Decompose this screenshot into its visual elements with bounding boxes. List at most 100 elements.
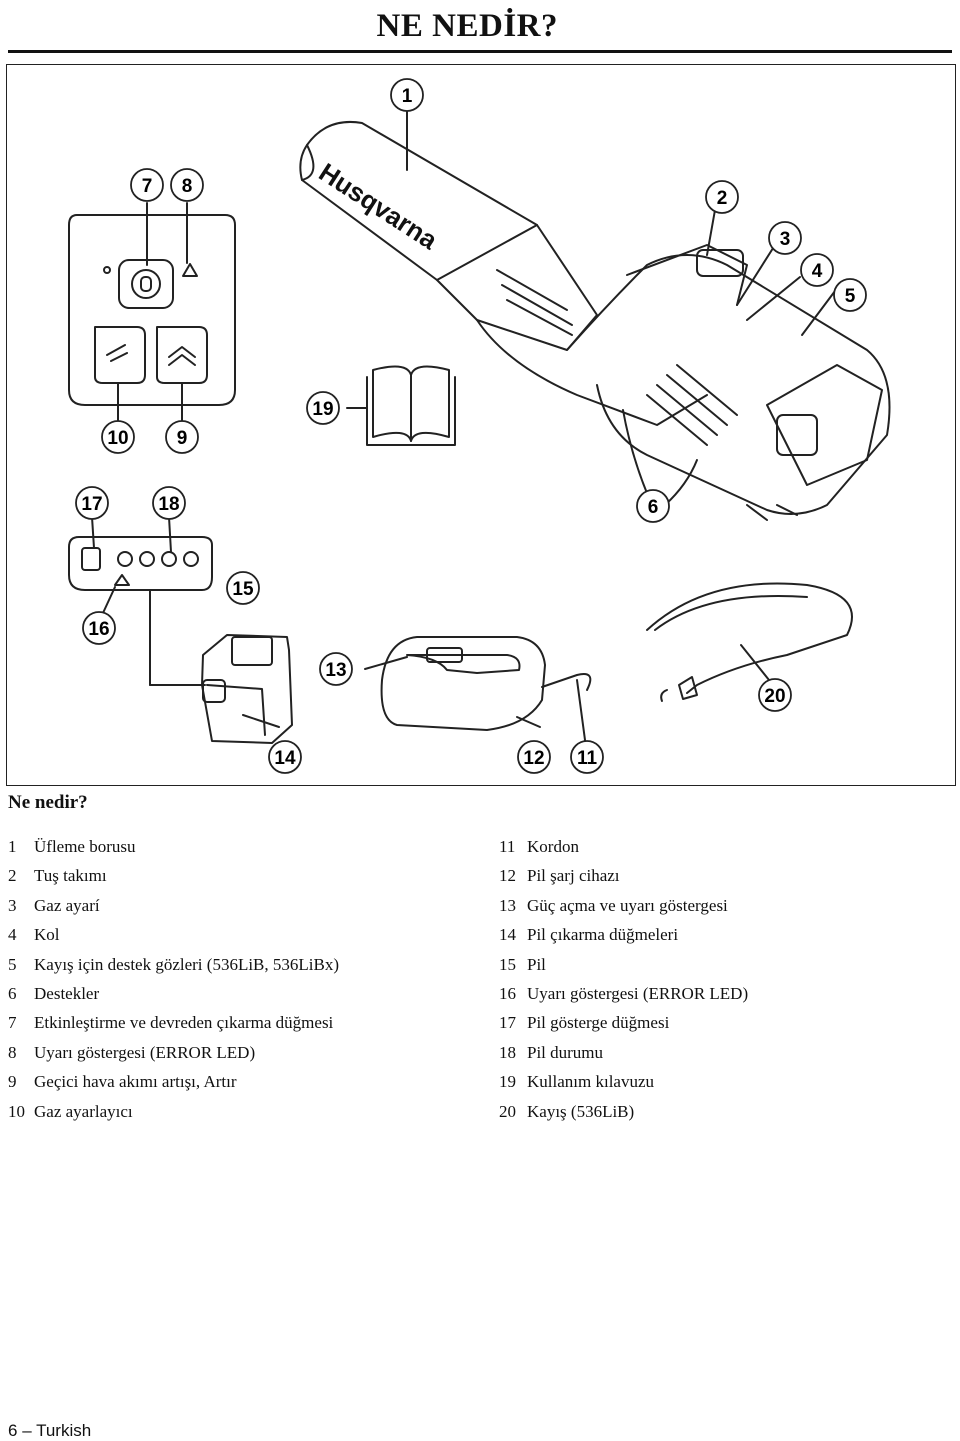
battery-illustration [201,634,293,744]
callout-9: 9 [165,420,199,454]
part-number: 6 [8,983,17,1003]
callout-7: 7 [130,168,164,202]
part-number: 2 [8,866,17,886]
part-item: 16 Uyarı göstergesi (ERROR LED) [499,979,748,1008]
part-number: 20 [499,1101,516,1121]
callout-19: 19 [306,391,340,425]
part-label: Kayış için destek gözleri (536LiB, 536Li… [34,954,339,974]
part-number: 5 [8,954,17,974]
part-number: 14 [499,925,516,945]
part-number: 13 [499,895,516,915]
callout-label: 9 [177,428,188,449]
part-number: 4 [8,925,17,945]
part-label: Üfleme borusu [34,837,136,856]
part-item: 4 Kol [8,920,339,949]
callout-13: 13 [319,652,353,686]
callout-17: 17 [75,486,109,520]
part-label: Kullanım kılavuzu [527,1072,655,1092]
part-label: Gaz ayarlayıcı [34,1101,133,1121]
callout-label: 19 [312,399,333,420]
callout-label: 16 [88,619,109,640]
callout-label: 14 [274,748,296,769]
part-number: 10 [8,1101,25,1121]
part-item: 8 Uyarı göstergesi (ERROR LED) [8,1038,339,1067]
callout-label: 11 [577,748,598,769]
callout-10: 10 [101,420,135,454]
page-number: 6 [8,1421,18,1440]
callout-18: 18 [152,486,186,520]
part-label: Güç açma ve uyarı göstergesi [527,895,728,915]
callout-label: 10 [107,428,128,449]
part-item: 19 Kullanım kılavuzu [499,1067,748,1096]
callout-label: 12 [523,748,544,769]
callout-8: 8 [170,168,204,202]
part-number: 8 [8,1042,17,1062]
part-number: 3 [8,895,17,915]
part-label: Uyarı göstergesi (ERROR LED) [527,983,749,1003]
part-number: 18 [499,1042,516,1062]
strap-illustration [646,582,853,702]
callout-label: 4 [812,261,823,282]
part-number: 7 [8,1013,17,1033]
part-item: 3 Gaz ayarí [8,891,339,920]
section-heading: Ne nedir? [8,792,88,813]
part-label: Pil [527,954,546,974]
part-item: 10 Gaz ayarlayıcı [8,1097,339,1126]
callout-label: 1 [402,86,413,107]
part-label: Pil durumu [527,1042,604,1062]
callout-3: 3 [768,221,802,255]
callout-11: 11 [570,740,604,774]
callout-label: 5 [845,286,856,307]
callout-4: 4 [800,253,834,287]
callout-15: 15 [226,571,260,605]
part-item: 12 Pil şarj cihazı [499,861,748,890]
callout-12: 12 [517,740,551,774]
part-item: 15 Pil [499,950,748,979]
control-panel-illustration [68,202,236,426]
part-number: 12 [499,866,516,886]
footer-separator: – [22,1421,32,1440]
part-label: Destekler [34,983,100,1003]
battery-indicator-illustration [68,516,213,686]
part-label: Kol [34,925,60,945]
callout-2: 2 [705,180,739,214]
part-label: Gaz ayarí [34,895,100,915]
part-number: 1 [8,837,17,856]
part-label: Kayış (536LiB) [527,1101,635,1121]
part-number: 19 [499,1072,516,1092]
part-label: Pil gösterge düğmesi [527,1013,670,1033]
callout-6: 6 [636,489,670,523]
part-number: 15 [499,954,516,974]
callout-16: 16 [82,611,116,645]
page-title: NE NEDİR? [376,8,558,44]
part-item: 20 Kayış (536LiB) [499,1097,748,1126]
part-number: 16 [499,983,516,1003]
footer-language: Turkish [36,1421,92,1440]
brand-lettering: Husqvarna [314,157,443,256]
part-number: 11 [499,837,516,856]
part-label: Uyarı göstergesi (ERROR LED) [34,1042,256,1062]
part-number: 9 [8,1072,17,1092]
part-label: Etkinleştirme ve devreden çıkarma düğmes… [34,1013,334,1033]
callout-label: 18 [158,494,179,515]
callout-5: 5 [833,278,867,312]
callout-label: 17 [81,494,102,515]
callout-label: 15 [232,579,254,600]
page-footer: 6 – Turkish [8,1421,91,1441]
part-item: 13 Güç açma ve uyarı göstergesi [499,891,748,920]
part-label: Pil şarj cihazı [527,866,620,886]
callout-label: 3 [780,229,791,250]
manual-book-illustration [346,365,456,446]
callout-label: 8 [182,176,193,197]
product-illustration: Husqvarna 123456789101112131415161718192… [68,78,891,774]
part-item: 5 Kayış için destek gözleri (536LiB, 536L… [8,950,339,979]
callout-label: 13 [325,660,346,681]
callout-label: 2 [717,188,728,209]
title-rule [8,50,952,53]
